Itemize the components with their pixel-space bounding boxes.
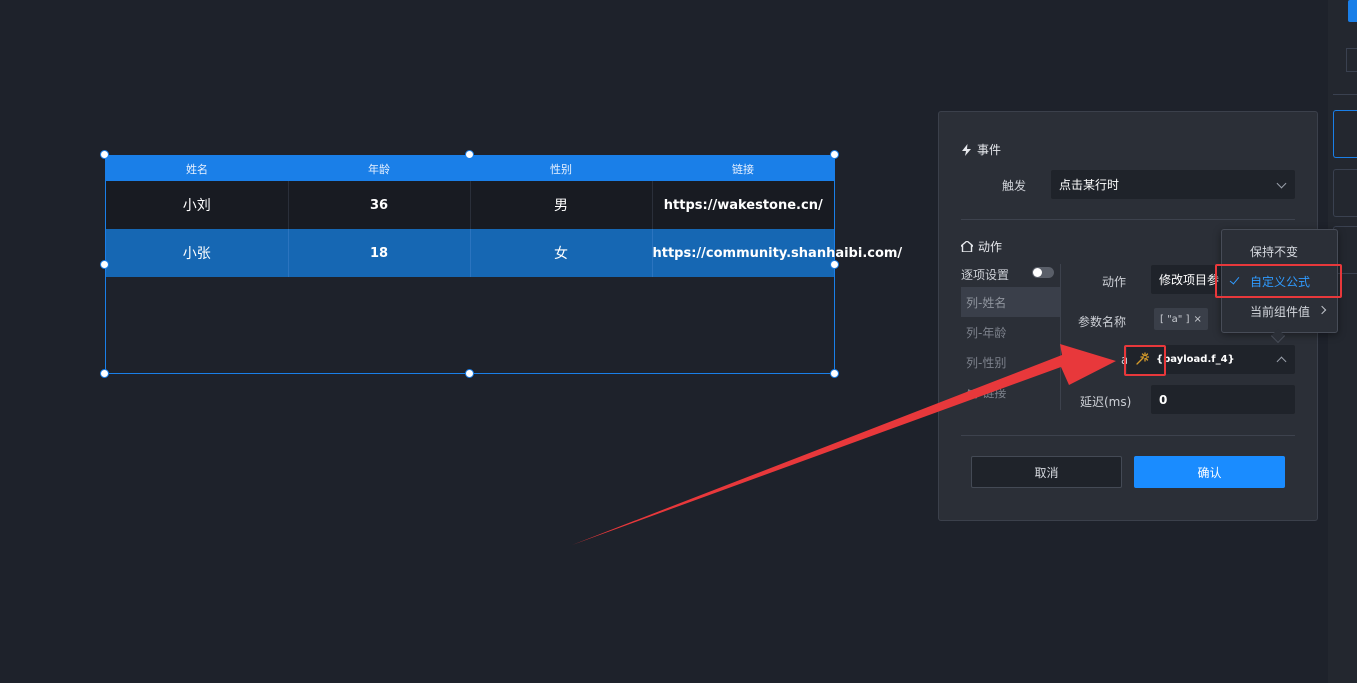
chevron-right-icon bbox=[1317, 305, 1327, 315]
delay-input[interactable]: 0 bbox=[1151, 385, 1295, 414]
right-panel-edge bbox=[1328, 0, 1357, 683]
highlight-magic-icon bbox=[1124, 345, 1166, 376]
table-row[interactable]: 小张 18 女 https://community.shanhaibi.com/ bbox=[106, 229, 902, 277]
data-table: 姓名 年龄 性别 链接 小刘 36 男 https://wakestone.cn… bbox=[106, 156, 902, 277]
section-divider bbox=[961, 219, 1295, 220]
highlight-custom-formula bbox=[1215, 264, 1342, 298]
cell-age[interactable]: 36 bbox=[288, 181, 471, 229]
column-item-age[interactable]: 列-年龄 bbox=[966, 325, 1007, 340]
header-name[interactable]: 姓名 bbox=[106, 156, 288, 181]
menu-item-custom-formula[interactable]: 自定义公式 bbox=[1222, 266, 1337, 296]
event-section-title: 事件 bbox=[961, 141, 1001, 158]
panel-card-active[interactable] bbox=[1333, 110, 1357, 158]
formula-input[interactable]: {payload.f_4} bbox=[1127, 345, 1295, 374]
panel-tab[interactable] bbox=[1348, 0, 1357, 22]
formula-value: {payload.f_4} bbox=[1156, 354, 1235, 365]
trigger-value: 点击某行时 bbox=[1059, 178, 1120, 192]
event-section-label: 事件 bbox=[977, 143, 1002, 157]
home-icon bbox=[961, 241, 973, 252]
menu-item-label: 自定义公式 bbox=[1250, 274, 1311, 289]
menu-item-keep[interactable]: 保持不变 bbox=[1222, 236, 1337, 266]
resize-handle-top[interactable] bbox=[465, 150, 474, 159]
action-value: 修改项目参 bbox=[1159, 273, 1220, 287]
header-age[interactable]: 年龄 bbox=[288, 156, 470, 181]
panel-card[interactable] bbox=[1333, 169, 1357, 217]
column-item-link[interactable]: 列-链接 bbox=[966, 385, 1007, 400]
resize-handle-bottom-left[interactable] bbox=[100, 369, 109, 378]
menu-item-label: 保持不变 bbox=[1250, 244, 1299, 259]
param-tag[interactable]: [ "a" ] × bbox=[1154, 308, 1208, 330]
param-tag-label: [ "a" ] bbox=[1160, 313, 1190, 325]
column-item-gender[interactable]: 列-性别 bbox=[966, 355, 1007, 370]
menu-item-label: 当前组件值 bbox=[1250, 304, 1311, 319]
param-name-label: 参数名称 bbox=[1078, 315, 1127, 329]
cancel-button[interactable]: 取消 bbox=[971, 456, 1122, 488]
cell-age[interactable]: 18 bbox=[288, 229, 471, 277]
chevron-down-icon bbox=[1276, 178, 1287, 189]
resize-handle-left[interactable] bbox=[100, 260, 109, 269]
panel-control[interactable] bbox=[1346, 48, 1357, 72]
action-label: 动作 bbox=[1102, 275, 1127, 289]
resize-handle-top-left[interactable] bbox=[100, 150, 109, 159]
close-icon[interactable]: × bbox=[1193, 313, 1202, 325]
resize-handle-bottom[interactable] bbox=[465, 369, 474, 378]
action-section-title: 动作 bbox=[961, 238, 1002, 255]
table-component[interactable]: 姓名 年龄 性别 链接 小刘 36 男 https://wakestone.cn… bbox=[105, 155, 902, 374]
per-item-label: 逐项设置 bbox=[961, 268, 1010, 282]
resize-handle-bottom-right[interactable] bbox=[830, 369, 839, 378]
trigger-label: 触发 bbox=[1002, 179, 1027, 193]
cell-name[interactable]: 小张 bbox=[106, 229, 289, 277]
per-item-toggle[interactable] bbox=[1032, 267, 1054, 278]
header-link[interactable]: 链接 bbox=[652, 156, 834, 181]
trigger-select[interactable]: 点击某行时 bbox=[1051, 170, 1295, 199]
cell-gender[interactable]: 女 bbox=[470, 229, 653, 277]
column-divider bbox=[1060, 264, 1061, 410]
cell-link[interactable]: https://wakestone.cn/ bbox=[652, 181, 834, 229]
chevron-up-icon[interactable] bbox=[1276, 356, 1287, 367]
menu-item-current-value[interactable]: 当前组件值 bbox=[1222, 296, 1337, 326]
header-gender[interactable]: 性别 bbox=[470, 156, 652, 181]
value-mode-menu: 保持不变 自定义公式 当前组件值 bbox=[1221, 229, 1338, 344]
magic-wand-icon[interactable] bbox=[1135, 352, 1149, 366]
panel-divider bbox=[1333, 94, 1357, 95]
delay-value: 0 bbox=[1159, 392, 1168, 407]
cell-name[interactable]: 小刘 bbox=[106, 181, 289, 229]
action-section-label: 动作 bbox=[978, 240, 1003, 254]
resize-handle-top-right[interactable] bbox=[830, 150, 839, 159]
delay-label: 延迟(ms) bbox=[1080, 395, 1132, 409]
table-row[interactable]: 小刘 36 男 https://wakestone.cn/ bbox=[106, 181, 834, 229]
cell-link[interactable]: https://community.shanhaibi.com/ bbox=[652, 229, 902, 277]
confirm-button[interactable]: 确认 bbox=[1134, 456, 1285, 488]
footer-divider bbox=[961, 435, 1295, 436]
lightning-icon bbox=[962, 143, 971, 156]
table-header-row: 姓名 年龄 性别 链接 bbox=[106, 156, 834, 181]
cell-gender[interactable]: 男 bbox=[470, 181, 653, 229]
resize-handle-right[interactable] bbox=[830, 260, 839, 269]
column-item-name[interactable]: 列-姓名 bbox=[961, 287, 1060, 317]
